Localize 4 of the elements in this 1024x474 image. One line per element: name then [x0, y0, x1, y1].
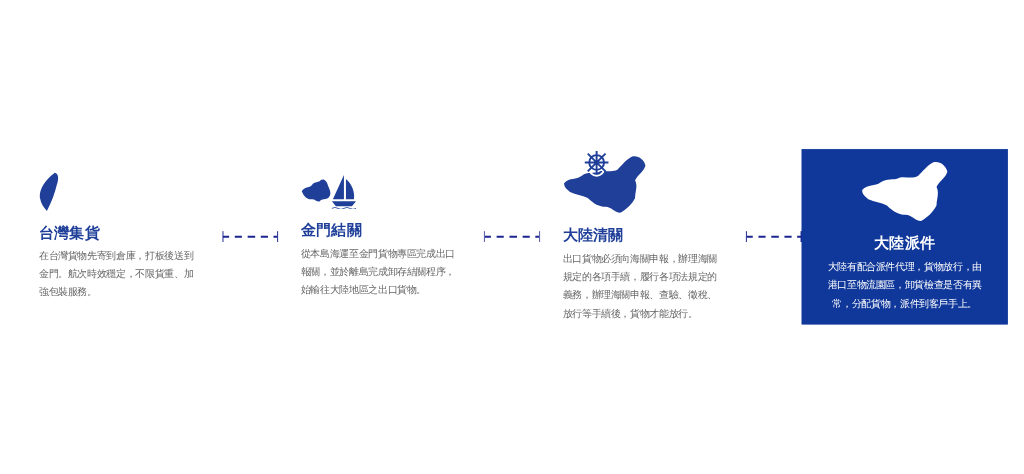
node-box: 大陸派件 大陸有配合派件代理，貨物放行，由港口至物流園區，卸貨檢查是否有異常，分配貨物，派件到客戶手上。: [801, 149, 1008, 325]
node-text: 台灣集貨 在台灣貨物先寄到倉庫，打板後送到金門。航次時效穩定，不限貨重、加強包裝服務。: [38, 222, 194, 299]
node-text: 大陸清關 出口貨物必須向海關申報，辦理海關規定的各項手續，履行各項法規定的義務，辦理海關申報、查驗、徵稅、放行等手續後，貨物才能放行。: [562, 225, 717, 320]
node-text: 金門結關 從本島海運至金門貨物專區完成出口報關，並於離島完成卸存結關程序，始輸往大陸地區之出口貨物。: [300, 220, 455, 296]
